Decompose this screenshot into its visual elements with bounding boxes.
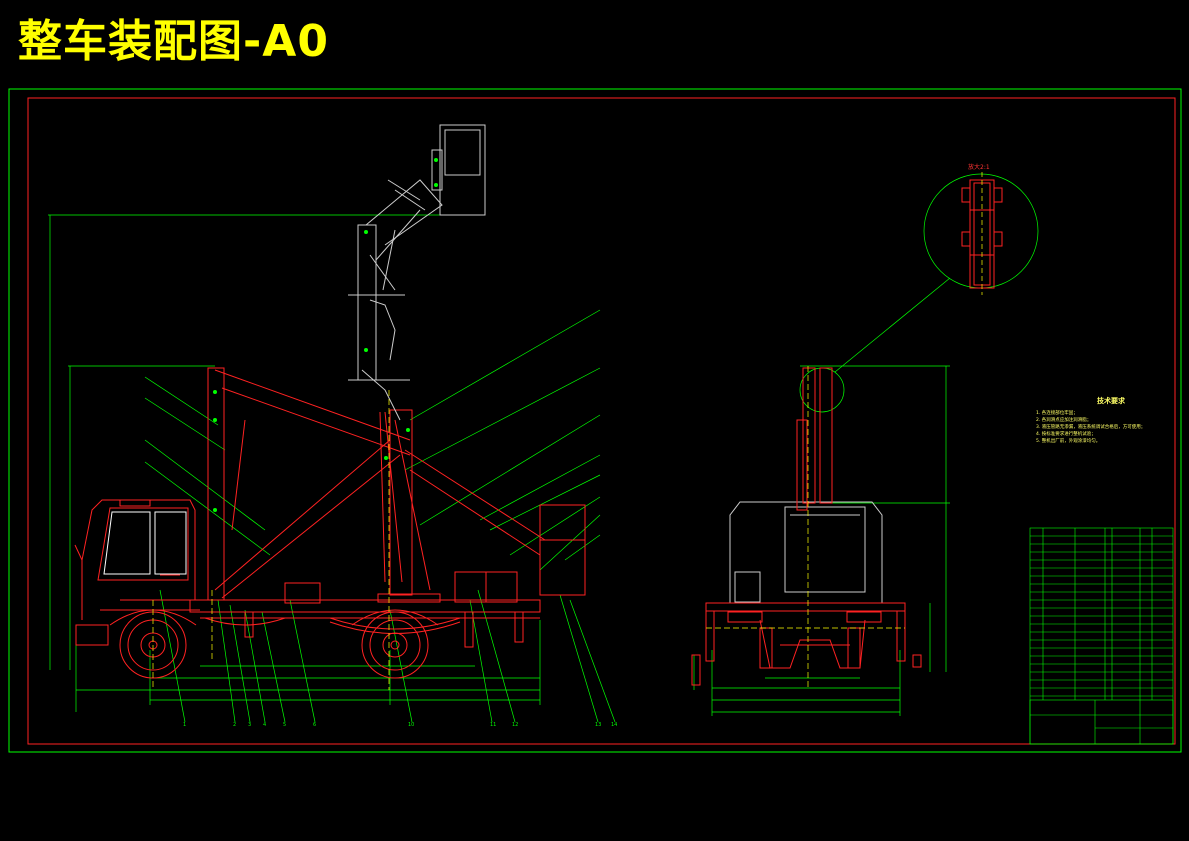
note-line: 1. 各连接部位牢固； (1036, 411, 1078, 416)
balloon: 1 (183, 722, 186, 728)
outer-border (8, 88, 1182, 753)
technical-requirements: 技术要求 1. 各连接部位牢固； 2. 各润滑点应加注润滑脂； 3. 液压管路无… (1036, 396, 1186, 445)
rear-view (691, 172, 1039, 716)
balloon: 12 (512, 722, 518, 728)
inner-border (27, 97, 1176, 745)
balloon: 2 (233, 722, 236, 728)
balloon: 13 (595, 722, 601, 728)
notes-title: 技术要求 (1097, 397, 1125, 405)
balloon: 5 (283, 722, 286, 728)
drawing-title: 整车装配图-A0 (18, 16, 329, 67)
balloon: 10 (408, 722, 414, 728)
side-view: 1 2 3 4 5 6 10 11 12 13 14 (48, 124, 617, 728)
balloon: 4 (263, 722, 266, 728)
balloon: 6 (313, 722, 316, 728)
balloon: 14 (611, 722, 617, 728)
balloon: 3 (248, 722, 251, 728)
note-line: 2. 各润滑点应加注润滑脂； (1036, 418, 1092, 423)
title-block (1029, 527, 1174, 745)
detail-view-label: 放大2:1 (968, 164, 990, 171)
note-line: 5. 整机出厂前，外观涂漆均匀。 (1036, 439, 1101, 444)
balloon: 11 (490, 722, 496, 728)
note-line: 4. 按标准要求进行整机试验； (1036, 432, 1096, 437)
note-line: 3. 液压管路无渗漏，液压系统调试合格后，方可使用； (1036, 425, 1146, 430)
